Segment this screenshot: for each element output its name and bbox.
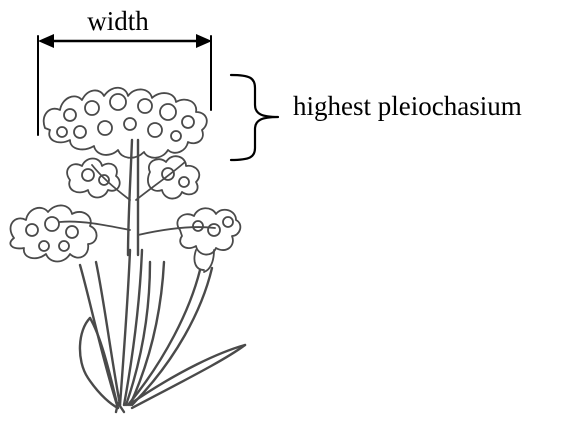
pleiochasium-brace: [231, 75, 278, 160]
plant-sketch-icon: [10, 88, 245, 412]
highest-pleiochasium-label: highest pleiochasium: [293, 91, 522, 121]
width-label: width: [87, 6, 149, 36]
